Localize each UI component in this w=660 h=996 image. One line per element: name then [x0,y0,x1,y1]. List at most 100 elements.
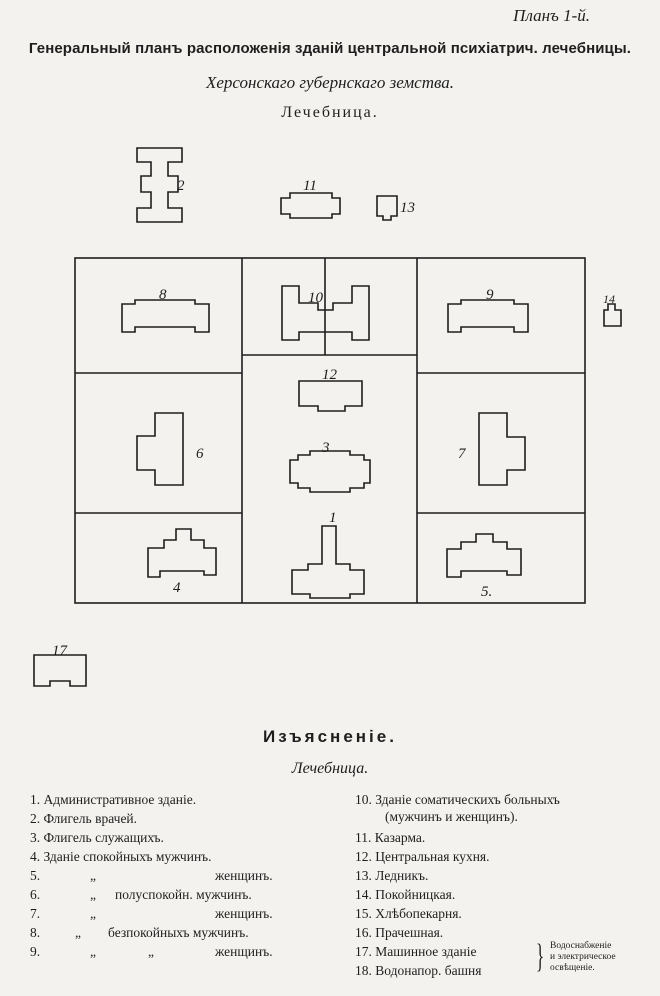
legend-item-number: 6. [30,887,41,902]
legend-item-text: Флигель врачей. [43,811,138,826]
legend-item: 18. Водонапор. башня [355,963,481,979]
legend-item-number: 3. [30,830,41,845]
building-number: 6 [196,446,204,462]
legend-subtitle: Лечебница. [291,760,369,777]
legend-item-text: Казарма. [374,830,426,845]
building-number: 10 [308,290,324,306]
legend-item-text: Ледникъ. [375,868,429,883]
legend-item-number: 13. [355,868,372,883]
legend-item-number: 4. [30,849,41,864]
legend-item-number: 15. [355,906,372,921]
legend-item: 6. „ полуспокойн. мужчинъ. [30,887,300,903]
legend-title: Изъясненіе. [263,727,397,746]
legend-item-text: (мужчинъ и женщинъ). [385,809,518,824]
legend-item-text: Покойницкая. [375,887,456,902]
building-10 [281,285,370,341]
legend-item-number: 12. [355,849,372,864]
legend-item-text: Прачешная. [375,925,444,940]
legend-item: 5. „ женщинъ. [30,868,290,884]
legend-item-text: женщинъ. [215,868,273,883]
legend-item: 1. Административное зданіе. [30,792,196,808]
brace-symbol: } [536,938,545,975]
legend-item-text: Машинное зданіе [375,944,477,959]
ditto-mark: „ [90,887,96,902]
legend-item: 12. Центральная кухня. [355,849,490,865]
page-title: Генеральный планъ расположенія зданій це… [28,40,632,57]
ditto-mark: „ [90,906,96,921]
legend-item: 4. Зданіе спокойныхъ мужчинъ. [30,849,212,865]
legend-item: 13. Ледникъ. [355,868,428,884]
building-5 [446,533,522,578]
building-13 [376,195,398,221]
building-6 [136,412,184,486]
building-number: 13 [400,200,415,216]
brace-note-line: освѣщеніе. [550,963,595,973]
section-heading: Лечебница. [281,104,379,121]
building-2 [136,147,183,223]
plan-label: Планъ 1-й. [513,6,590,25]
building-17 [33,654,87,687]
legend-item-text: Административное зданіе. [43,792,197,807]
legend-item-text: женщинъ. [215,906,273,921]
legend-item-text: Флигель служащихъ. [43,830,164,845]
building-3 [289,450,371,493]
ditto-mark: „ [90,868,96,883]
ditto-mark: „ [75,925,81,940]
legend-item-text: Зданіе спокойныхъ мужчинъ. [43,849,212,864]
building-number: 5. [481,584,492,600]
building-number: 7 [458,446,467,462]
legend-item-number: 7. [30,906,41,921]
ditto-mark: „ [90,944,96,959]
ditto-mark: „ [148,944,154,959]
legend-item-number: 10. [355,792,372,807]
building-9 [447,299,529,333]
legend-item: 8. „ безпокойныхъ мужчинъ. [30,925,310,941]
building-number: 17 [52,643,69,659]
legend-item-text: женщинъ. [215,944,273,959]
legend-item-number: 17. [355,944,372,959]
legend-item: 3. Флигель служащихъ. [30,830,164,846]
legend-item: 9. „ „ женщинъ. [30,944,300,960]
building-number: 1 [329,510,337,526]
building-number: 11 [303,178,317,194]
legend-item: 2. Флигель врачей. [30,811,137,827]
legend-item-text: Зданіе соматическихъ больныхъ [375,792,560,807]
building-7 [478,412,526,486]
building-number: 14 [603,292,615,306]
building-11 [280,192,341,219]
brace-note-line: и электрическое [550,952,616,962]
legend-item: 16. Прачешная. [355,925,443,941]
block-grid [74,257,586,604]
site-plan: 2 11 13 14 8 9 10 12 3 6 7 4 5. 1 17 [33,147,622,687]
legend-item-text: Водонапор. башня [375,963,482,978]
legend-item-number: 18. [355,963,372,978]
legend-item-number: 1. [30,792,41,807]
legend-item: 15. Хлѣбопекарня. [355,906,462,922]
building-8 [121,299,210,333]
legend-item: 17. Машинное зданіе [355,944,477,960]
building-1 [291,525,365,599]
legend-item-number: 5. [30,868,41,883]
legend-item-text: безпокойныхъ мужчинъ. [108,925,249,940]
legend-item-text: полуспокойн. мужчинъ. [115,887,252,902]
legend-item: (мужчинъ и женщинъ). [385,809,518,825]
page-subtitle: Херсонскаго губернскаго земства. [205,73,455,92]
legend-item-text: Центральная кухня. [375,849,490,864]
legend-item-number: 9. [30,944,41,959]
building-4 [147,528,217,578]
brace-note: Водоснабженіе и электрическое освѣщеніе. [550,941,616,974]
brace-note-line: Водоснабженіе [550,941,612,951]
legend-item: 7. „ женщинъ. [30,906,300,922]
legend-item-text: Хлѣбопекарня. [375,906,462,921]
outer-boundary [74,257,586,604]
legend-item-number: 2. [30,811,41,826]
legend-item-number: 16. [355,925,372,940]
legend-item-number: 8. [30,925,41,940]
legend-item: 11. Казарма. [355,830,425,846]
building-14 [603,303,622,327]
legend-item: 14. Покойницкая. [355,887,455,903]
building-number: 8 [159,287,167,303]
building-12 [298,380,363,412]
building-number: 2 [177,178,185,194]
building-number: 3 [321,440,330,456]
